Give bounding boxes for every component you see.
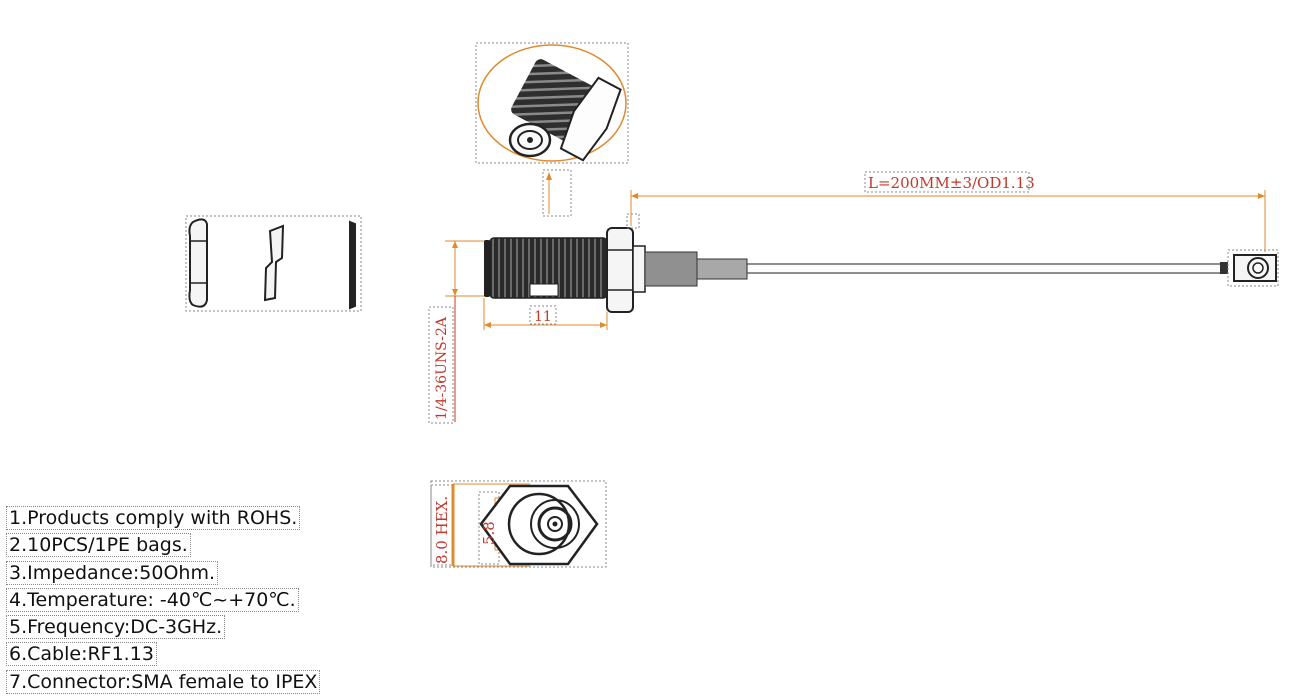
hardware-parts xyxy=(185,215,362,312)
cable-length-label: L=200MM±3/OD1.13 xyxy=(868,174,1035,192)
hex-size-label: 8.0 HEX. xyxy=(433,496,451,564)
connector-front-view xyxy=(430,480,607,568)
cable-assembly-side-view xyxy=(428,171,1279,424)
note-temperature: 4.Temperature: -40℃~+70℃. xyxy=(6,587,320,614)
note-cable: 6.Cable:RF1.13 xyxy=(6,641,320,668)
note-impedance: 3.Impedance:50Ohm. xyxy=(6,560,320,587)
note-rohs: 1.Products comply with ROHS. xyxy=(6,505,320,532)
thread-length-label: 11 xyxy=(534,309,552,325)
note-frequency: 5.Frequency:DC-3GHz. xyxy=(6,614,320,641)
specification-notes: 1.Products comply with ROHS. 2.10PCS/1PE… xyxy=(6,505,321,696)
note-connector: 7.Connector:SMA female to IPEX xyxy=(6,669,321,696)
thread-spec-label: 1/4-36UNS-2A xyxy=(434,316,450,420)
note-packaging: 2.10PCS/1PE bags. xyxy=(6,532,320,559)
connector-perspective-view xyxy=(475,42,629,217)
face-diameter-label: 5.8 xyxy=(480,521,498,545)
